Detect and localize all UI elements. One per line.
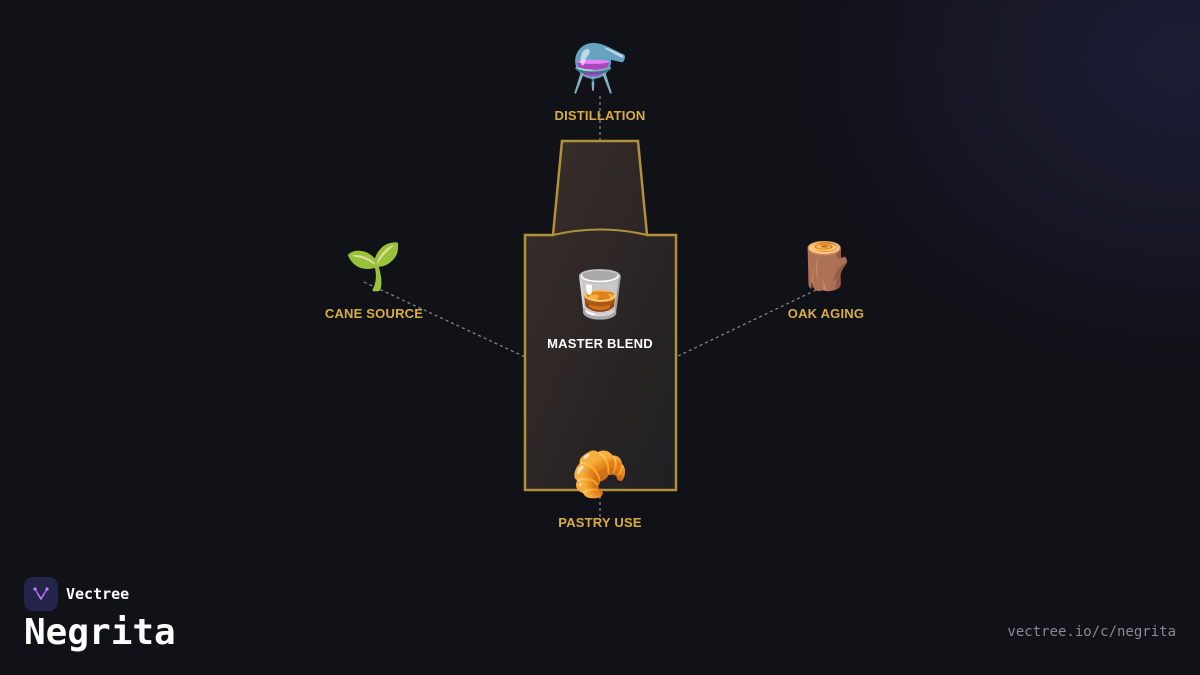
node-label-cane-source: CANE SOURCE xyxy=(324,306,424,321)
node-distillation: ⚗️ DISTILLATION xyxy=(520,40,680,123)
seedling-icon: 🌱 xyxy=(345,240,403,292)
bottle-shape xyxy=(523,139,678,492)
brand-name: Vectree xyxy=(66,585,130,603)
node-master-blend: 🥃 MASTER BLEND xyxy=(520,266,680,351)
node-pastry-use: 🥐 PASTRY USE xyxy=(520,446,680,530)
page-url: vectree.io/c/negrita xyxy=(1007,624,1176,640)
node-label-pastry-use: PASTRY USE xyxy=(558,515,642,530)
alembic-flask-icon: ⚗️ xyxy=(571,42,629,94)
tumbler-glass-icon: 🥃 xyxy=(571,268,629,320)
vectree-logo-icon xyxy=(24,577,58,611)
bottle-shoulder-curve xyxy=(552,228,648,236)
page-title: Negrita xyxy=(24,612,176,653)
node-label-master-blend: MASTER BLEND xyxy=(547,336,653,351)
connector-oak-aging xyxy=(675,289,817,358)
node-oak-aging: 🪵 OAK AGING xyxy=(746,238,906,321)
node-label-distillation: DISTILLATION xyxy=(554,108,646,123)
croissant-icon: 🥐 xyxy=(571,448,629,500)
node-cane-source: 🌱 CANE SOURCE xyxy=(294,238,454,321)
brand: Vectree xyxy=(24,577,129,611)
wood-log-icon: 🪵 xyxy=(797,240,855,292)
node-label-oak-aging: OAK AGING xyxy=(787,306,865,321)
